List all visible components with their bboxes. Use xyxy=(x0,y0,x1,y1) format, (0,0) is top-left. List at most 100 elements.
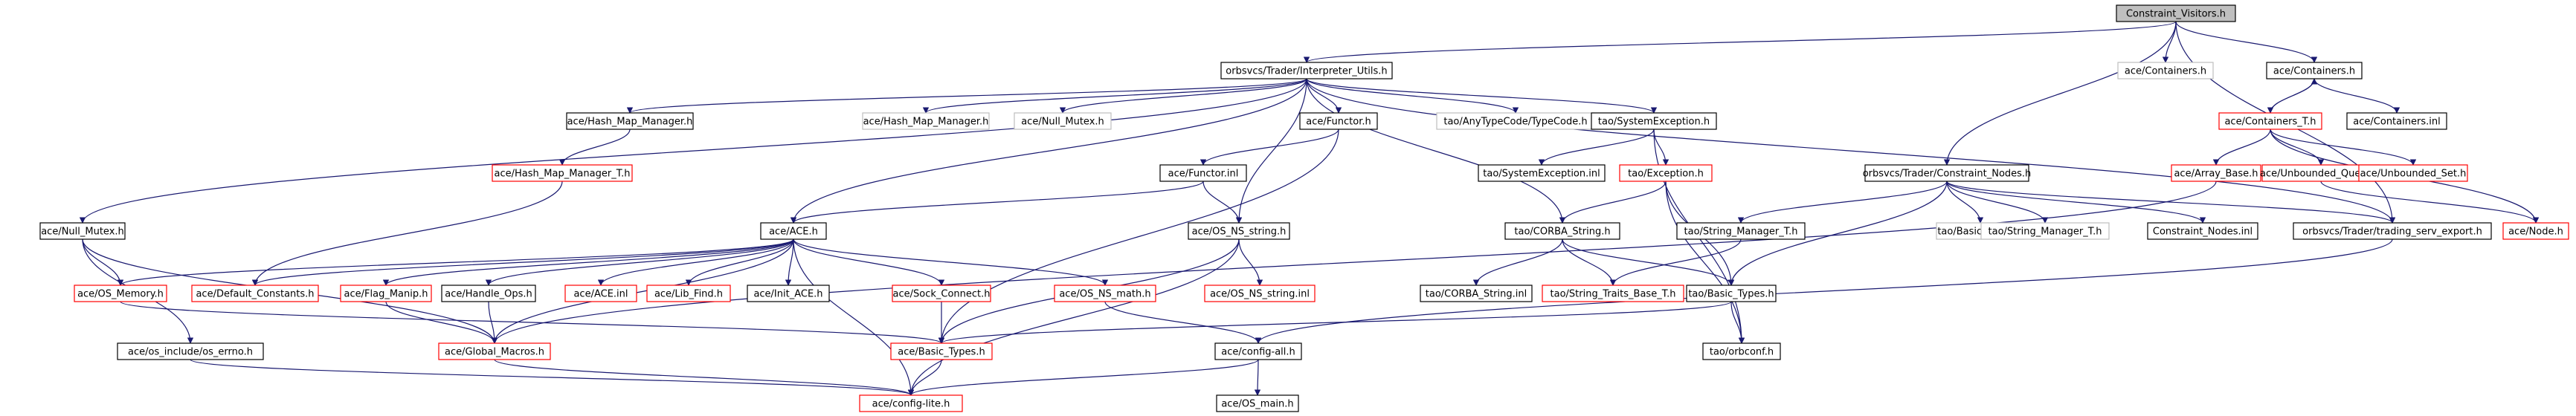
edge-hash-map-mgr-t-to-default-constants xyxy=(251,181,563,286)
edge-unbounded-queue-to-node-h xyxy=(2320,181,2540,224)
node-box xyxy=(1504,222,1620,240)
edge-sys-exc-to-sys-exc-inl xyxy=(1538,129,1655,166)
node-box xyxy=(1299,112,1378,130)
node-label: ace/config-all.h xyxy=(1221,347,1295,358)
node-os-errno[interactable]: ace/os_include/os_errno.h xyxy=(117,342,264,360)
node-lib-find[interactable]: ace/Lib_Find.h xyxy=(646,285,731,302)
node-handle-ops[interactable]: ace/Handle_Ops.h xyxy=(441,285,536,302)
edge-ace-h-to-ace-inl xyxy=(597,238,794,286)
node-ace-containers-t[interactable]: ace/Containers_T.h xyxy=(2218,112,2322,130)
node-ace-inl[interactable]: ace/ACE.inl xyxy=(564,285,637,302)
edge-ace-h-to-os-ns-math xyxy=(793,238,1109,286)
node-ace-containers[interactable]: ace/Containers.h xyxy=(2266,62,2363,79)
node-constraint-nodes-inl[interactable]: Constraint_Nodes.inl xyxy=(2147,222,2258,240)
node-box xyxy=(2116,4,2236,22)
node-null-mutex-plain[interactable]: ace/Null_Mutex.h xyxy=(1014,112,1112,130)
node-global-macros[interactable]: ace/Global_Macros.h xyxy=(438,342,551,360)
edge-exception-to-orbconf xyxy=(1665,181,1745,344)
node-functor-inl[interactable]: ace/Functor.inl xyxy=(1159,164,1247,182)
node-unbounded-set[interactable]: ace/Unbounded_Set.h xyxy=(2358,164,2468,182)
node-label: ace/Handle_Ops.h xyxy=(445,289,532,300)
node-label: ace/Containers_T.h xyxy=(2224,117,2316,128)
node-box xyxy=(1216,394,1299,412)
node-label: ace/Hash_Map_Manager.h xyxy=(863,117,989,128)
node-label: tao/SystemException.inl xyxy=(1483,169,1600,180)
node-hash-map-mgr-t[interactable]: ace/Hash_Map_Manager_T.h xyxy=(492,164,633,182)
node-exception[interactable]: tao/Exception.h xyxy=(1619,164,1713,182)
node-string-mgr-t-plain[interactable]: tao/String_Manager_T.h xyxy=(1980,222,2110,240)
edge-interp-to-functor xyxy=(1306,78,1342,114)
node-orbconf[interactable]: tao/orbconf.h xyxy=(1702,342,1781,360)
node-label: ace/os_include/os_errno.h xyxy=(128,347,253,358)
node-ace-basic-types[interactable]: ace/Basic_Types.h xyxy=(890,342,993,360)
node-ace-containers-plain[interactable]: ace/Containers.h xyxy=(2117,62,2214,79)
node-box xyxy=(564,285,637,302)
node-interp[interactable]: orbsvcs/Trader/Interpreter_Utils.h xyxy=(1220,62,1393,79)
node-typecode[interactable]: tao/AnyTypeCode/TypeCode.h xyxy=(1436,112,1595,130)
node-label: ace/Array_Base.h xyxy=(2174,169,2258,180)
edge-interp-to-ace-h xyxy=(790,78,1307,224)
node-unbounded-queue[interactable]: ace/Unbounded_Queue.h xyxy=(2260,164,2382,182)
node-label: tao/SystemException.h xyxy=(1598,117,1710,128)
node-label: ace/Unbounded_Set.h xyxy=(2360,169,2467,180)
node-label: tao/String_Traits_Base_T.h xyxy=(1551,289,1676,300)
node-label: ace/Sock_Connect.h xyxy=(893,289,991,300)
node-sock-connect[interactable]: ace/Sock_Connect.h xyxy=(892,285,991,302)
node-hash-map-mgr-plain[interactable]: ace/Hash_Map_Manager.h xyxy=(862,112,990,130)
node-functor[interactable]: ace/Functor.h xyxy=(1299,112,1378,130)
node-box xyxy=(441,285,536,302)
node-box xyxy=(892,285,991,302)
edge-string-mgr-t-to-string-traits-base-t xyxy=(1609,238,1742,286)
node-label: ace/OS_Memory.h xyxy=(77,289,164,300)
edge-os-ns-string-to-config-lite xyxy=(907,238,1240,396)
node-sys-exc-inl[interactable]: tao/SystemException.inl xyxy=(1478,164,1606,182)
node-null-mutex[interactable]: ace/Null_Mutex.h xyxy=(39,222,126,240)
node-ace-containers-inl[interactable]: ace/Containers.inl xyxy=(2346,112,2447,130)
node-flag-manip[interactable]: ace/Flag_Manip.h xyxy=(340,285,432,302)
node-os-memory[interactable]: ace/OS_Memory.h xyxy=(74,285,167,302)
node-box xyxy=(747,285,830,302)
node-init-ace[interactable]: ace/Init_ACE.h xyxy=(747,285,830,302)
edge-ace-h-to-lib-find xyxy=(685,238,794,286)
node-box xyxy=(1159,164,1247,182)
edge-ace-h-to-os-memory xyxy=(117,238,794,286)
node-node-h[interactable]: ace/Node.h xyxy=(2502,222,2569,240)
edge-functor-inl-to-ace-h xyxy=(790,181,1204,224)
edge-constraint-nodes-to-trading-export xyxy=(1946,181,2396,224)
node-label: orbsvcs/Trader/Interpreter_Utils.h xyxy=(1226,66,1387,77)
node-label: ace/OS_main.h xyxy=(1221,399,1293,410)
node-string-mgr-t[interactable]: tao/String_Manager_T.h xyxy=(1676,222,1806,240)
node-corba-string[interactable]: tao/CORBA_String.h xyxy=(1504,222,1620,240)
node-config-all[interactable]: ace/config-all.h xyxy=(1214,342,1302,360)
edge-sys-exc-to-exception xyxy=(1653,129,1669,166)
node-string-traits-base-t[interactable]: tao/String_Traits_Base_T.h xyxy=(1542,285,1684,302)
node-config-lite[interactable]: ace/config-lite.h xyxy=(859,394,963,412)
node-hash-map-mgr[interactable]: ace/Hash_Map_Manager.h xyxy=(566,112,694,130)
edge-interp-to-hash-map-mgr-plain xyxy=(922,78,1307,114)
node-box xyxy=(438,342,551,360)
node-array-base[interactable]: ace/Array_Base.h xyxy=(2171,164,2261,182)
node-trading-export[interactable]: orbsvcs/Trader/trading_serv_export.h xyxy=(2293,222,2492,240)
node-label: ace/Flag_Manip.h xyxy=(344,289,428,300)
node-tao-basic-types[interactable]: tao/Basic_Types.h xyxy=(1686,285,1777,302)
node-os-main[interactable]: ace/OS_main.h xyxy=(1216,394,1299,412)
edge-functor-to-functor-inl xyxy=(1200,129,1339,166)
edge-hash-map-mgr-to-hash-map-mgr-t xyxy=(558,129,631,166)
edge-ace-h-to-global-macros xyxy=(491,238,794,344)
node-os-ns-string-inl[interactable]: ace/OS_NS_string.inl xyxy=(1204,285,1316,302)
edge-ace-containers-t-to-array-base xyxy=(2212,129,2271,166)
node-sys-exc[interactable]: tao/SystemException.h xyxy=(1591,112,1717,130)
node-os-ns-math[interactable]: ace/OS_NS_math.h xyxy=(1054,285,1156,302)
node-os-ns-string[interactable]: ace/OS_NS_string.h xyxy=(1188,222,1290,240)
edge-corba-string-to-tao-basic-types xyxy=(1562,238,1735,286)
node-box xyxy=(566,112,694,130)
node-default-constants[interactable]: ace/Default_Constants.h xyxy=(191,285,319,302)
node-root[interactable]: Constraint_Visitors.h xyxy=(2116,4,2236,22)
node-label: tao/CORBA_String.h xyxy=(1514,227,1610,238)
node-constraint-nodes[interactable]: orbsvcs/Trader/Constraint_Nodes.h xyxy=(1863,164,2032,182)
node-corba-string-inl[interactable]: tao/CORBA_String.inl xyxy=(1420,285,1533,302)
edge-functor-inl-to-os-ns-string xyxy=(1202,181,1243,224)
node-ace-h[interactable]: ace/ACE.h xyxy=(760,222,827,240)
edge-interp-to-os-ns-string xyxy=(1235,78,1307,224)
